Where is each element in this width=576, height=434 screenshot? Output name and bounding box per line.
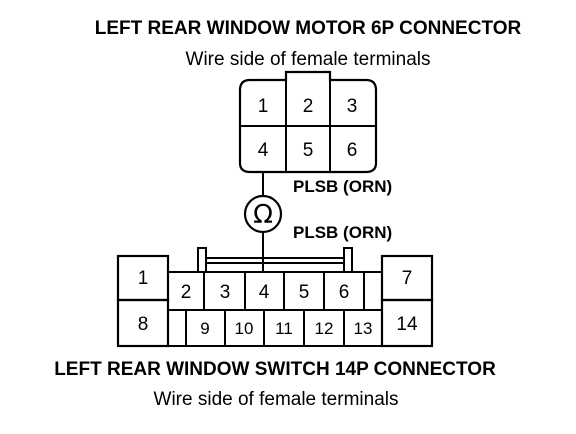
switch-terminal-5: 5 bbox=[299, 282, 310, 303]
switch-terminal-11: 11 bbox=[275, 319, 293, 338]
switch-terminal-10: 10 bbox=[235, 319, 254, 338]
motor-6p-connector: 1 2 3 4 5 6 bbox=[238, 70, 378, 174]
motor-terminal-4: 4 bbox=[258, 140, 269, 161]
switch-connector-title: LEFT REAR WINDOW SWITCH 14P CONNECTOR bbox=[54, 359, 496, 380]
switch-terminal-4: 4 bbox=[259, 282, 270, 303]
switch-terminal-6: 6 bbox=[339, 282, 350, 303]
switch-terminal-2: 2 bbox=[181, 282, 192, 303]
motor-connector-title: LEFT REAR WINDOW MOTOR 6P CONNECTOR bbox=[95, 18, 522, 39]
switch-terminal-3: 3 bbox=[220, 282, 231, 303]
motor-terminal-5: 5 bbox=[303, 140, 314, 161]
motor-terminal-1: 1 bbox=[258, 96, 269, 117]
switch-terminal-12: 12 bbox=[315, 319, 334, 338]
motor-terminal-3: 3 bbox=[347, 96, 358, 117]
switch-terminal-13: 13 bbox=[354, 319, 373, 338]
ohmmeter-icon: Ω bbox=[243, 194, 283, 234]
switch-terminal-1: 1 bbox=[138, 268, 149, 289]
motor-wire-label: PLSB (ORN) bbox=[293, 177, 392, 196]
switch-wire-label: PLSB (ORN) bbox=[293, 223, 392, 242]
switch-terminal-7: 7 bbox=[402, 268, 413, 289]
motor-connector-subtitle: Wire side of female terminals bbox=[186, 49, 431, 70]
switch-connector-subtitle: Wire side of female terminals bbox=[154, 389, 399, 410]
switch-terminal-9: 9 bbox=[200, 319, 209, 338]
ohm-symbol: Ω bbox=[253, 200, 273, 230]
motor-terminal-6: 6 bbox=[347, 140, 358, 161]
switch-terminal-8: 8 bbox=[138, 314, 149, 335]
switch-14p-connector: 1 2 3 4 5 6 7 8 9 10 11 12 13 14 bbox=[116, 247, 434, 348]
switch-terminal-14: 14 bbox=[396, 314, 418, 335]
motor-terminal-2: 2 bbox=[303, 96, 314, 117]
